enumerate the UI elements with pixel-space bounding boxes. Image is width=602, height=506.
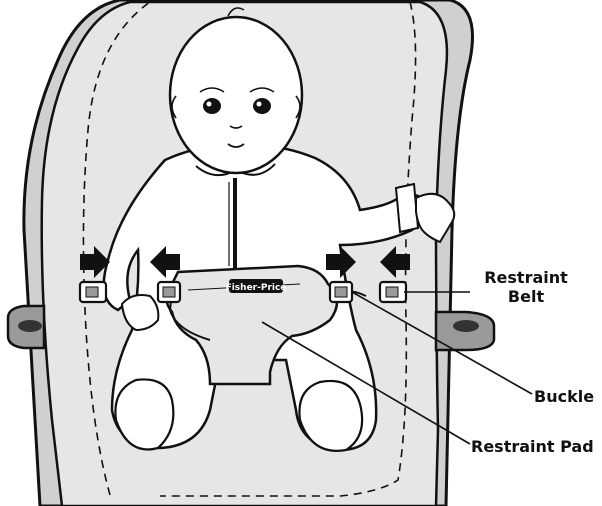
buckle-label: Buckle [534, 387, 594, 406]
left-mount [8, 306, 44, 348]
left-buckle-male [158, 282, 180, 302]
svg-text:Fisher-Price: Fisher-Price [226, 283, 287, 293]
fisher-price-logo: Fisher-Price [226, 279, 287, 293]
right-cuff [396, 184, 418, 232]
left-buckle-female [80, 282, 106, 302]
restraint-belt-label-line2: Belt [470, 287, 582, 306]
restraint-belt-label-line1: Restraint [470, 268, 582, 287]
right-buckle-male [330, 282, 352, 302]
restraint-pad-label: Restraint Pad [471, 437, 594, 456]
restraint-belt-label: Restraint Belt [470, 268, 582, 306]
right-buckle-female [380, 282, 406, 302]
